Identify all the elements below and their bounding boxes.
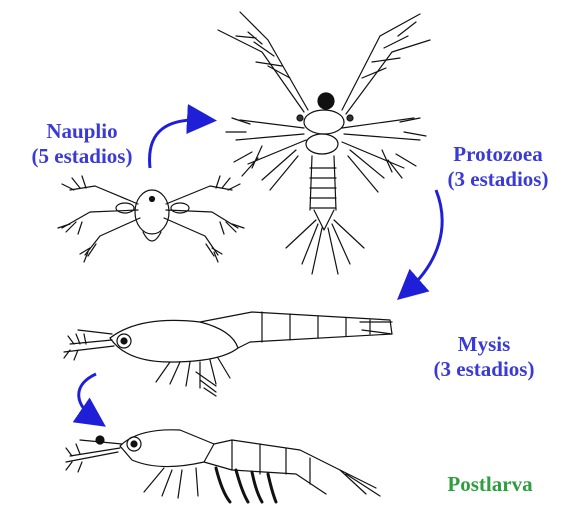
stage-substages: (5 estadios) — [20, 144, 144, 169]
stage-name: Postlarva — [424, 472, 556, 497]
stage-name: Nauplio — [20, 119, 144, 144]
stage-name: Protozoea — [432, 142, 564, 167]
stage-substages: (3 estadios) — [432, 167, 564, 192]
arrow-mysis-to-postlarva — [79, 374, 96, 420]
nauplio-larva-drawing — [58, 176, 244, 262]
arrow-protozoea-to-mysis — [406, 190, 442, 292]
stage-label-protozoea: Protozoea (3 estadios) — [432, 142, 564, 192]
stage-label-postlarva: Postlarva — [424, 472, 556, 497]
stage-substages: (3 estadios) — [408, 357, 560, 382]
mysis-larva-drawing — [64, 312, 392, 396]
stage-name: Mysis — [408, 332, 560, 357]
stage-label-mysis: Mysis (3 estadios) — [408, 332, 560, 382]
stage-label-nauplio: Nauplio (5 estadios) — [20, 119, 144, 169]
arrow-nauplio-to-protozoea — [150, 120, 205, 168]
postlarva-drawing — [66, 430, 380, 502]
protozoea-larva-drawing — [218, 12, 430, 274]
